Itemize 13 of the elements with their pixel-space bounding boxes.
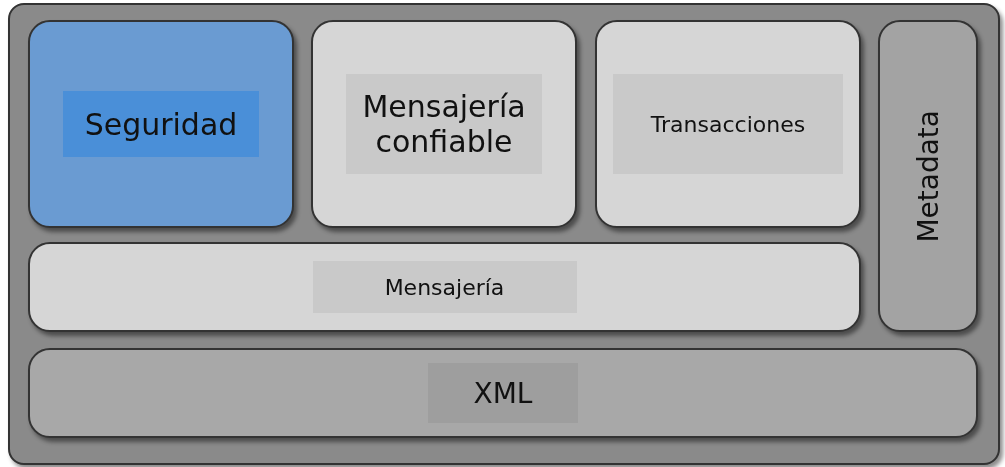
layer-label: Transacciones xyxy=(613,74,843,174)
layer-block xyxy=(28,242,861,332)
layer-label: Mensajería xyxy=(312,261,577,313)
layer-block xyxy=(595,20,861,228)
layer-block xyxy=(28,20,294,228)
layer-label: Mensajería confiable xyxy=(346,74,542,174)
layer-label: Metadata xyxy=(910,108,946,245)
layer-block xyxy=(878,20,978,332)
layer-block xyxy=(311,20,577,228)
stack-frame xyxy=(8,3,1000,465)
layer-label: Seguridad xyxy=(63,91,259,157)
layer-block xyxy=(28,348,978,438)
layer-label: XML xyxy=(428,363,578,423)
